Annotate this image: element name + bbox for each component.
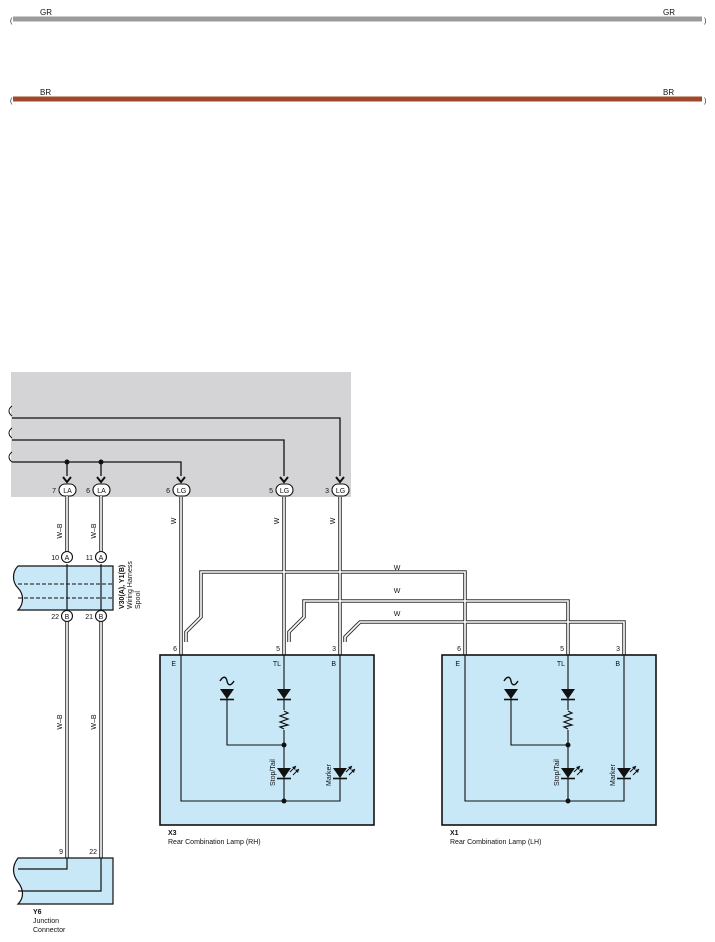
splice-dot bbox=[565, 798, 571, 804]
lamp-code: X3 bbox=[168, 830, 177, 837]
connector-code: LA bbox=[63, 488, 72, 495]
wire-color-label: W bbox=[274, 517, 281, 524]
spool-code: V30(A), Y1(B) bbox=[119, 565, 126, 609]
stop-tail-label: Stop/Tail bbox=[554, 759, 561, 786]
wiring-harness-spool: A 10 A 11 B 22 B 21 V30(A), Y1(B) Wiring… bbox=[12, 550, 142, 623]
wire-color-label: W bbox=[394, 588, 401, 595]
junction-desc-line2: Connector bbox=[33, 927, 66, 934]
wire-color-label: W bbox=[394, 611, 401, 618]
break-mark-left: ( bbox=[10, 98, 13, 105]
resistor-icon bbox=[278, 710, 290, 730]
spool-pin-badge bbox=[60, 609, 74, 623]
junction-code: Y6 bbox=[33, 909, 42, 916]
lamp-terminal: B bbox=[615, 661, 620, 668]
lamp-pin: 3 bbox=[616, 646, 620, 653]
lamp-body bbox=[159, 654, 375, 826]
wire-legend-br: ( ) BR BR bbox=[10, 88, 706, 105]
external-wires bbox=[65, 496, 626, 890]
relay-connector-pin5: LG 5 bbox=[269, 483, 294, 497]
lamp-terminal: TL bbox=[557, 661, 565, 668]
lamp-pin: 6 bbox=[173, 646, 177, 653]
wire-color-label: W–B bbox=[57, 523, 64, 539]
wire-color-label: W bbox=[330, 517, 337, 524]
break-mark-left: ( bbox=[10, 18, 13, 25]
spool-pin-side: B bbox=[65, 614, 70, 621]
lamp-terminal: E bbox=[455, 661, 460, 668]
pin-number: 6 bbox=[166, 488, 170, 495]
marker-label: Marker bbox=[326, 764, 333, 786]
relay-box bbox=[11, 372, 351, 497]
connector-code: LA bbox=[97, 488, 106, 495]
connector-code: LG bbox=[280, 488, 289, 495]
spool-pin-number: 11 bbox=[86, 555, 93, 562]
junction-pin: 9 bbox=[59, 849, 63, 856]
lamp-pin: 6 bbox=[457, 646, 461, 653]
connector-code: LG bbox=[336, 488, 345, 495]
splice-dot bbox=[281, 742, 287, 748]
break-mark-right: ) bbox=[704, 98, 706, 105]
stop-tail-label: Stop/Tail bbox=[270, 759, 277, 786]
lamp-terminal: E bbox=[171, 661, 176, 668]
splice-dot bbox=[64, 459, 70, 465]
spool-pin-badge bbox=[94, 609, 108, 623]
junction-connector: 9 22 Y6 Junction Connector bbox=[12, 849, 114, 934]
rear-combination-lamp-rh: 6 5 3 E TL B Stop/Tail Marker X3 Rear Co… bbox=[159, 646, 375, 846]
spool-pin-number: 10 bbox=[51, 555, 59, 562]
wire-color-label: W bbox=[394, 565, 401, 572]
wire-color-label: W–B bbox=[91, 523, 98, 539]
wire-code-right: BR bbox=[663, 88, 674, 97]
spool-pin-side: A bbox=[99, 555, 104, 562]
spool-desc-line1: Wiring Harness bbox=[127, 561, 134, 609]
wire-legend-gr: ( ) GR GR bbox=[10, 8, 706, 25]
marker-label: Marker bbox=[610, 764, 617, 786]
wire-color-label: W–B bbox=[57, 714, 64, 730]
relay-connector-pin3: LG 3 bbox=[325, 483, 350, 497]
junction-desc-line1: Junction bbox=[33, 918, 59, 925]
lamp-pin: 5 bbox=[560, 646, 564, 653]
splice-dot bbox=[98, 459, 104, 465]
connector-code: LG bbox=[177, 488, 186, 495]
lamp-pin: 5 bbox=[276, 646, 280, 653]
lamp-terminal: TL bbox=[273, 661, 281, 668]
pin-number: 3 bbox=[325, 488, 329, 495]
lamp-terminal: B bbox=[331, 661, 336, 668]
lamp-desc: Rear Combination Lamp (RH) bbox=[168, 839, 261, 846]
spool-pin-badge bbox=[94, 550, 108, 564]
rear-combination-lamp-lh: 6 5 3 E TL B Stop/Tail Marker X1 Rear Co… bbox=[441, 646, 657, 846]
spool-pin-side: A bbox=[65, 555, 70, 562]
pin-number: 6 bbox=[86, 488, 90, 495]
spool-desc-line2: Spool bbox=[135, 591, 142, 609]
splice-dot bbox=[565, 742, 571, 748]
wire-code-left: GR bbox=[40, 8, 52, 17]
lamp-pin: 3 bbox=[332, 646, 336, 653]
spool-pin-badge bbox=[60, 550, 74, 564]
lamp-desc: Rear Combination Lamp (LH) bbox=[450, 839, 541, 846]
splice-dot bbox=[281, 798, 287, 804]
lamp-code: X1 bbox=[450, 830, 459, 837]
junction-pin: 22 bbox=[89, 849, 97, 856]
relay-connector-pin6-lg: LG 6 bbox=[166, 483, 191, 497]
relay-box-breaks bbox=[8, 405, 13, 463]
spool-pin-number: 21 bbox=[85, 614, 93, 621]
resistor-icon bbox=[562, 710, 574, 730]
wire-color-label: W bbox=[171, 517, 178, 524]
spool-pin-side: B bbox=[99, 614, 104, 621]
break-mark-right: ) bbox=[704, 18, 706, 25]
pin-number: 7 bbox=[52, 488, 56, 495]
wire-code-left: BR bbox=[40, 88, 51, 97]
pin-number: 5 bbox=[269, 488, 273, 495]
lamp-body bbox=[441, 654, 657, 826]
wire-color-label: W–B bbox=[91, 714, 98, 730]
wire-code-right: GR bbox=[663, 8, 675, 17]
spool-pin-number: 22 bbox=[51, 614, 59, 621]
